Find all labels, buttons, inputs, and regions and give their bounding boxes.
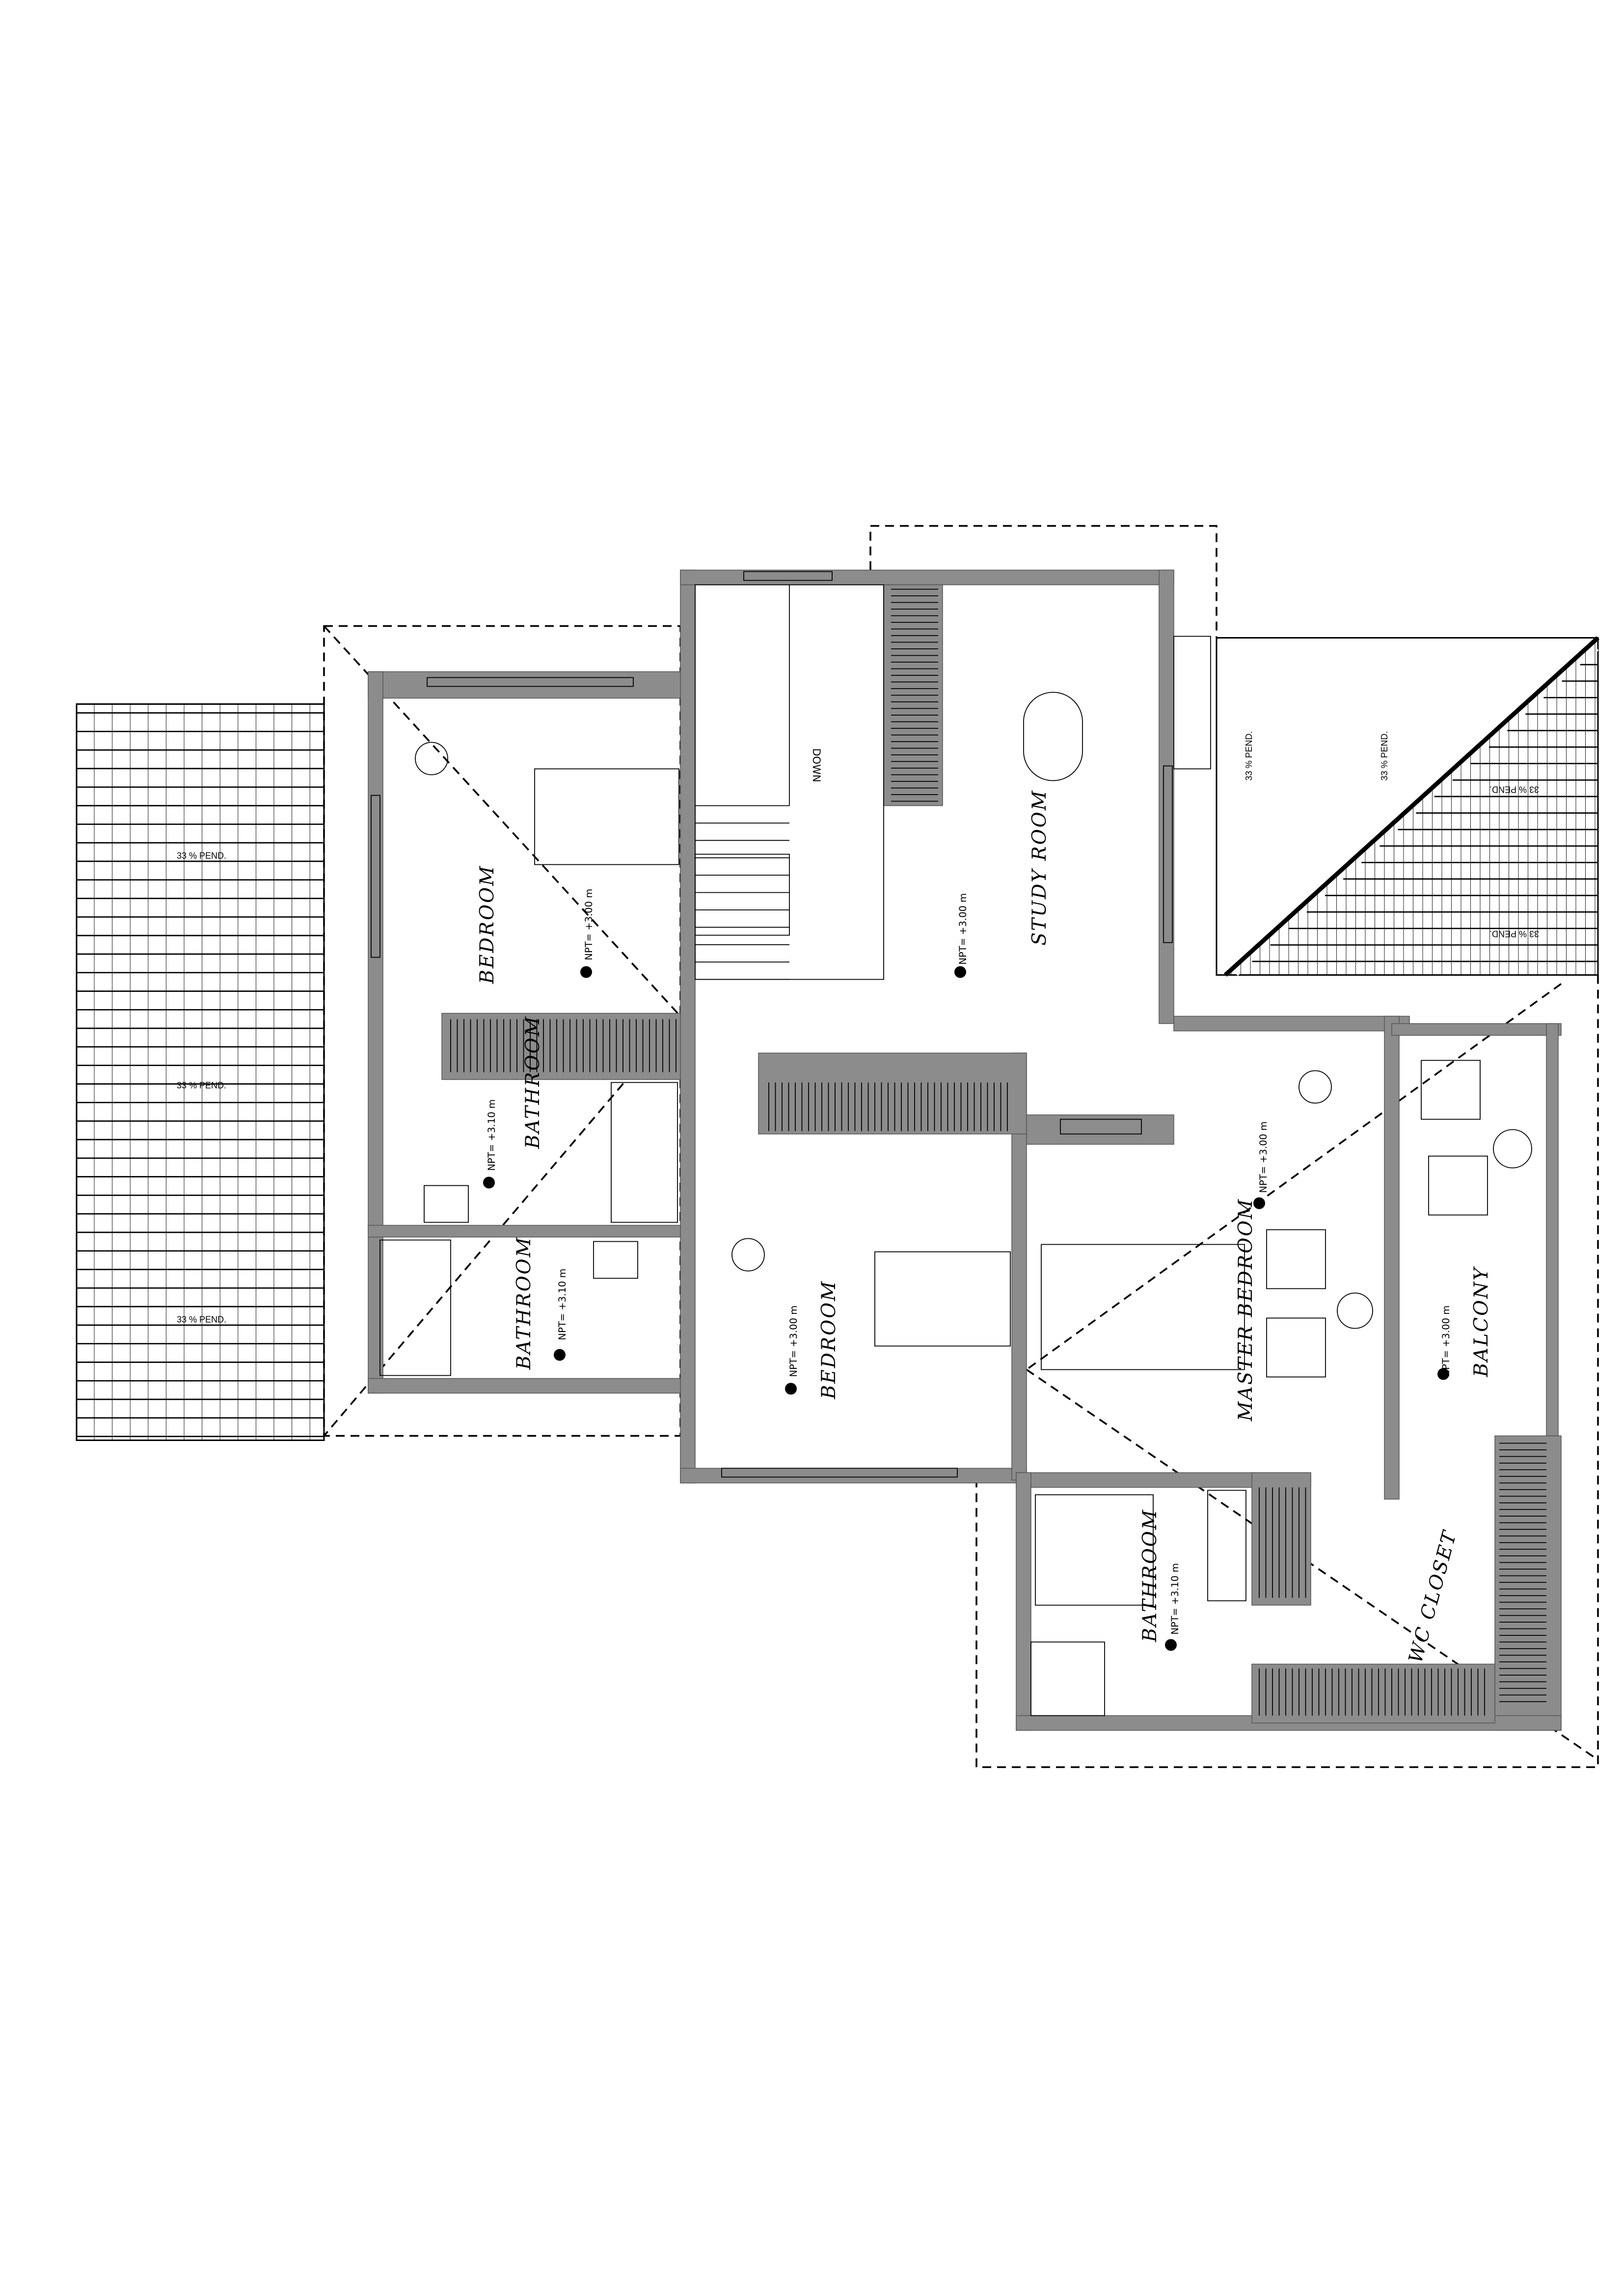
room-label-study-room: STUDY ROOM [1028, 789, 1051, 945]
table [1493, 1129, 1532, 1169]
shower [379, 1239, 451, 1376]
level-master-bedroom: NPT= +3.00 m [1258, 1121, 1269, 1193]
roof-slope-label: 33 % PEND. [1489, 785, 1539, 795]
roof-overhang-outline [323, 525, 1599, 1768]
planter [1173, 636, 1211, 770]
roof-slope-label: 33 % PEND. [1380, 731, 1389, 780]
level-marker-icons [483, 966, 1449, 1651]
level-bathroom-upper-left: NPT= +3.10 m [486, 1099, 497, 1171]
desk [1023, 692, 1083, 781]
roof-left [76, 703, 325, 1441]
level-balcony: NPT= +3.00 m [1440, 1306, 1452, 1377]
chair [415, 742, 448, 775]
level-bathroom-master: NPT= +3.10 m [1169, 1563, 1181, 1635]
roof-slope-label: 33 % PEND. [177, 851, 226, 861]
level-bathroom-lower-left: NPT= +3.10 m [557, 1269, 568, 1340]
wardrobes [450, 588, 1546, 1716]
bed [1041, 1244, 1245, 1370]
armchair [1428, 1155, 1488, 1216]
level-bedroom-left: NPT= +3.00 m [583, 889, 595, 961]
room-label-bathroom-upper-left: BATHROOM [522, 1015, 544, 1149]
roof-slope-label: 33 % PEND. [177, 1315, 226, 1325]
armchair [1266, 1317, 1326, 1378]
vanity [1207, 1490, 1246, 1602]
bed [534, 768, 679, 865]
armchair [1421, 1060, 1481, 1120]
bed [874, 1251, 1011, 1347]
level-study-room: NPT= +3.00 m [957, 893, 969, 965]
room-label-master-bedroom: MASTER BEDROOM [1235, 1198, 1257, 1422]
shower [611, 1082, 678, 1223]
room-label-balcony: BALCONY [1470, 1266, 1492, 1378]
windows [371, 571, 1173, 1478]
room-label-bedroom-center: BEDROOM [818, 1280, 840, 1400]
room-label-bathroom-master: BATHROOM [1139, 1509, 1161, 1643]
roof-right [1216, 636, 1600, 977]
chair [731, 1238, 765, 1272]
armchair [1266, 1229, 1326, 1289]
sink [593, 1241, 638, 1279]
room-label-wc-closet: WC CLOSET [1405, 1528, 1461, 1665]
shower [1030, 1641, 1105, 1716]
bathtub [1035, 1494, 1154, 1606]
room-label-bedroom-left: BEDROOM [476, 865, 498, 985]
level-bedroom-center: NPT= +3.00 m [788, 1306, 799, 1377]
table [1337, 1292, 1373, 1329]
planter [695, 854, 790, 936]
roof-slope-label: 33 % PEND. [1244, 731, 1254, 780]
sink [424, 1185, 469, 1223]
roof-slope-label: 33 % PEND. [177, 1081, 226, 1091]
roof-slope-label: 33 % PEND. [1489, 929, 1539, 939]
room-label-bathroom-lower-left: BATHROOM [513, 1236, 535, 1370]
stair-down-label: DOWN [811, 748, 822, 782]
furniture [379, 636, 1532, 1716]
chair [1298, 1070, 1332, 1104]
